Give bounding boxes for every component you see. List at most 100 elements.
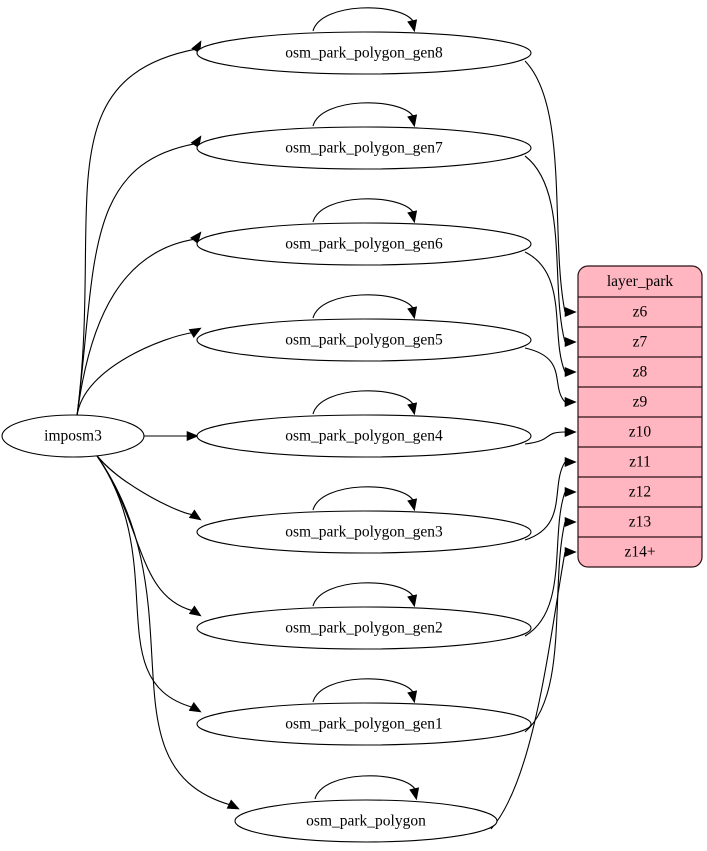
edge-arrowhead-osm_park_polygon_gen1 — [188, 701, 202, 713]
edge-osm_park_polygon_gen7-to-z7 — [524, 155, 566, 343]
edge-osm_park_polygon_gen1-to-z13 — [524, 521, 566, 733]
node-ellipse-osm_park_polygon_gen3 — [196, 510, 532, 554]
edge-arrowhead-osm_park_polygon_gen4 — [186, 430, 199, 442]
node-label-osm_park_polygon_gen6: osm_park_polygon_gen6 — [285, 236, 443, 253]
table-row-label-z8: z8 — [633, 364, 648, 381]
self-loop-edge-osm_park_polygon_gen1 — [312, 678, 414, 703]
self-loop-edge-osm_park_polygon_gen3 — [312, 486, 414, 511]
edge-osm_park_polygon_gen8-to-z6 — [524, 60, 566, 313]
edge-imposm3-to-osm_park_polygon_gen6 — [76, 238, 196, 417]
node-label-osm_park_polygon_gen4: osm_park_polygon_gen4 — [285, 428, 443, 445]
edge-arrowhead-osm_park_polygon_gen5-z9 — [564, 396, 577, 408]
edge-arrowhead-osm_park_polygon_gen6-z8 — [564, 366, 577, 378]
table-row[interactable]: z9 — [633, 394, 648, 411]
edge-arrowhead-osm_park_polygon_gen2 — [188, 605, 202, 617]
table-row-label-z7: z7 — [633, 334, 648, 351]
node-ellipse-osm_park_polygon_gen4 — [196, 414, 532, 458]
edge-imposm3-to-osm_park_polygon_gen1 — [94, 452, 194, 709]
self-loop-arrowhead-osm_park_polygon_gen1 — [407, 690, 418, 704]
edge-arrowhead-osm_park_polygon_gen1-z13 — [564, 516, 577, 528]
node-osm_park_polygon[interactable]: osm_park_polygon — [234, 799, 498, 843]
table-row[interactable]: z14+ — [624, 544, 655, 561]
table-row-label-z6: z6 — [633, 304, 648, 321]
edge-osm_park_polygon_gen3-to-z11 — [524, 461, 566, 541]
edge-imposm3-to-osm_park_polygon_gen7 — [76, 143, 197, 417]
node-label-osm_park_polygon_gen1: osm_park_polygon_gen1 — [285, 716, 443, 733]
node-osm_park_polygon_gen6[interactable]: osm_park_polygon_gen6 — [196, 222, 532, 266]
edge-imposm3-to-osm_park_polygon_gen3 — [94, 452, 194, 516]
node-osm_park_polygon_gen8[interactable]: osm_park_polygon_gen8 — [196, 31, 532, 75]
node-ellipse-osm_park_polygon_gen6 — [196, 222, 532, 266]
node-label-osm_park_polygon_gen7: osm_park_polygon_gen7 — [285, 140, 443, 157]
node-osm_park_polygon_gen5[interactable]: osm_park_polygon_gen5 — [196, 318, 532, 362]
node-label-osm_park_polygon_gen3: osm_park_polygon_gen3 — [285, 524, 443, 541]
node-label-osm_park_polygon: osm_park_polygon — [306, 813, 426, 830]
self-loop-arrowhead-osm_park_polygon_gen8 — [407, 19, 418, 33]
nodes-layer: imposm3 osm_park_polygon_gen8 osm_park_pol… — [1, 31, 532, 843]
table-row[interactable]: z13 — [629, 514, 652, 531]
node-osm_park_polygon_gen2[interactable]: osm_park_polygon_gen2 — [196, 606, 532, 650]
layer-park-table[interactable]: layer_park z6 z7 z8 z9 z10 z11 z12 z13 z14+ — [577, 265, 703, 568]
node-label-osm_park_polygon_gen2: osm_park_polygon_gen2 — [285, 620, 443, 637]
table-row-label-z9: z9 — [633, 394, 648, 411]
self-loop-edge-osm_park_polygon_gen6 — [312, 198, 414, 223]
edge-osm_park_polygon_gen2-to-z12 — [524, 491, 566, 637]
self-loop-edge-osm_park_polygon_gen8 — [312, 7, 414, 32]
edge-osm_park_polygon_gen6-to-z8 — [524, 251, 566, 373]
node-label-imposm3: imposm3 — [44, 428, 102, 445]
node-ellipse-osm_park_polygon_gen7 — [196, 126, 532, 170]
node-ellipse-osm_park_polygon_gen8 — [196, 31, 532, 75]
table-row-label-z14+: z14+ — [624, 544, 655, 561]
edge-arrowhead-osm_park_polygon_gen7-z7 — [564, 336, 577, 348]
edge-imposm3-to-osm_park_polygon_gen8 — [76, 48, 197, 417]
node-ellipse-imposm3 — [1, 414, 145, 458]
node-osm_park_polygon_gen7[interactable]: osm_park_polygon_gen7 — [196, 126, 532, 170]
table-row[interactable]: z11 — [629, 454, 651, 471]
edge-imposm3-to-osm_park_polygon — [94, 452, 232, 806]
table-row-label-z11: z11 — [629, 454, 651, 471]
table-row[interactable]: z8 — [633, 364, 648, 381]
edge-imposm3-to-osm_park_polygon_gen5 — [76, 331, 194, 417]
edge-arrowhead-osm_park_polygon_gen3-z11 — [564, 456, 577, 468]
self-loop-arrowhead-osm_park_polygon_gen6 — [407, 210, 418, 224]
edge-arrowhead-osm_park_polygon_gen8-z6 — [564, 306, 577, 318]
node-osm_park_polygon_gen3[interactable]: osm_park_polygon_gen3 — [196, 510, 532, 554]
edge-osm_park_polygon_gen4-to-z10 — [524, 431, 566, 445]
edge-arrowhead-osm_park_polygon_gen2-z12 — [564, 486, 577, 498]
edge-osm_park_polygon_gen5-to-z9 — [524, 347, 566, 403]
node-osm_park_polygon_gen1[interactable]: osm_park_polygon_gen1 — [196, 702, 532, 746]
node-label-osm_park_polygon_gen5: osm_park_polygon_gen5 — [285, 332, 443, 349]
self-loop-edge-osm_park_polygon_gen4 — [312, 390, 414, 415]
table-row[interactable]: z6 — [633, 304, 648, 321]
self-loop-edge-osm_park_polygon_gen2 — [312, 582, 414, 607]
node-ellipse-osm_park_polygon — [234, 799, 498, 843]
edge-arrowhead-osm_park_polygon_gen5 — [188, 327, 202, 339]
node-osm_park_polygon_gen4[interactable]: osm_park_polygon_gen4 — [196, 414, 532, 458]
node-ellipse-osm_park_polygon_gen2 — [196, 606, 532, 650]
node-imposm3[interactable]: imposm3 — [1, 414, 145, 458]
table-row-label-z13: z13 — [629, 514, 652, 531]
edge-arrowhead-osm_park_polygon-z14+ — [564, 546, 577, 558]
self-loop-arrowhead-osm_park_polygon_gen4 — [407, 402, 418, 416]
self-loop-arrowhead-osm_park_polygon_gen5 — [407, 306, 418, 320]
edge-arrowhead-osm_park_polygon_gen3 — [188, 509, 202, 521]
node-ellipse-osm_park_polygon_gen5 — [196, 318, 532, 362]
node-ellipse-osm_park_polygon_gen1 — [196, 702, 532, 746]
self-loop-arrowhead-osm_park_polygon_gen2 — [407, 594, 418, 608]
edge-arrowhead-osm_park_polygon — [226, 799, 240, 810]
layer-park-table-header: layer_park — [607, 273, 674, 290]
table-row[interactable]: z7 — [633, 334, 648, 351]
self-loop-arrowhead-osm_park_polygon_gen3 — [407, 498, 418, 512]
edge-osm_park_polygon-to-z14+ — [490, 551, 566, 830]
self-loop-edge-osm_park_polygon_gen5 — [312, 294, 414, 319]
edge-arrowhead-osm_park_polygon_gen4-z10 — [564, 426, 577, 438]
self-loop-edge-osm_park_polygon — [314, 775, 416, 800]
node-label-osm_park_polygon_gen8: osm_park_polygon_gen8 — [285, 45, 443, 62]
table-row-label-z10: z10 — [629, 424, 652, 441]
self-loop-edge-osm_park_polygon_gen7 — [312, 102, 414, 127]
table-row[interactable]: z10 — [629, 424, 652, 441]
self-loop-arrowhead-osm_park_polygon — [409, 787, 420, 801]
table-row[interactable]: z12 — [629, 484, 651, 501]
